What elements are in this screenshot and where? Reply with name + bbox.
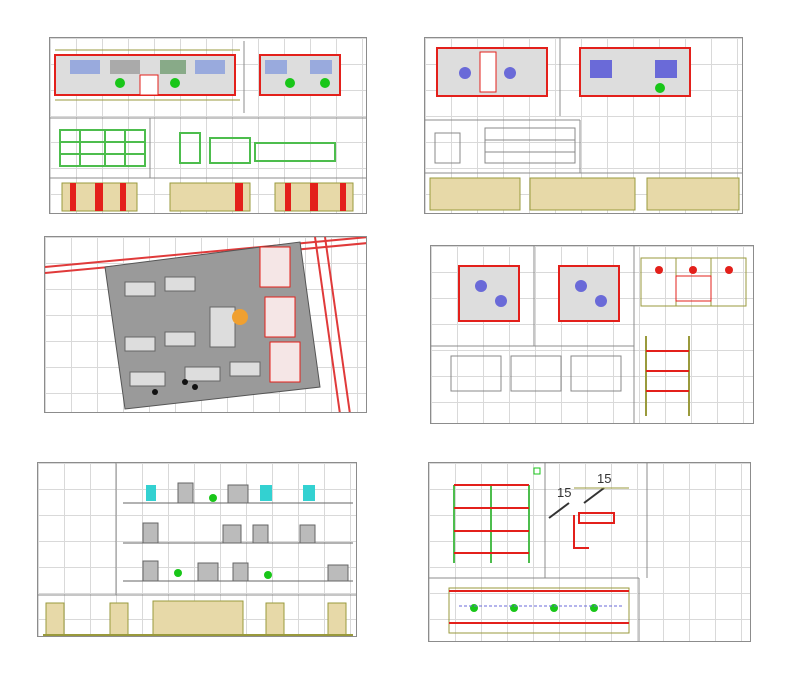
site-plan-drawing [45,237,366,412]
sheet-unit-detail-frame[interactable] [430,245,754,424]
dimension-label-left: 15 [557,485,572,500]
structural-drawing [429,463,648,641]
dimension-label-right: 15 [597,471,612,486]
sheet-unit-plans-sections[interactable] [424,37,743,214]
sheet-street-elevations[interactable] [37,462,357,637]
sheet2-drawing [425,38,742,211]
sheet-floorplans-elevations[interactable] [49,37,367,214]
street-elevation-drawing [38,463,356,636]
sheet-site-plan[interactable] [44,236,367,413]
sheet4-drawing [431,246,747,423]
sheet1-drawing [50,41,366,212]
sheet-structural-details[interactable]: 15 15 [428,462,751,642]
